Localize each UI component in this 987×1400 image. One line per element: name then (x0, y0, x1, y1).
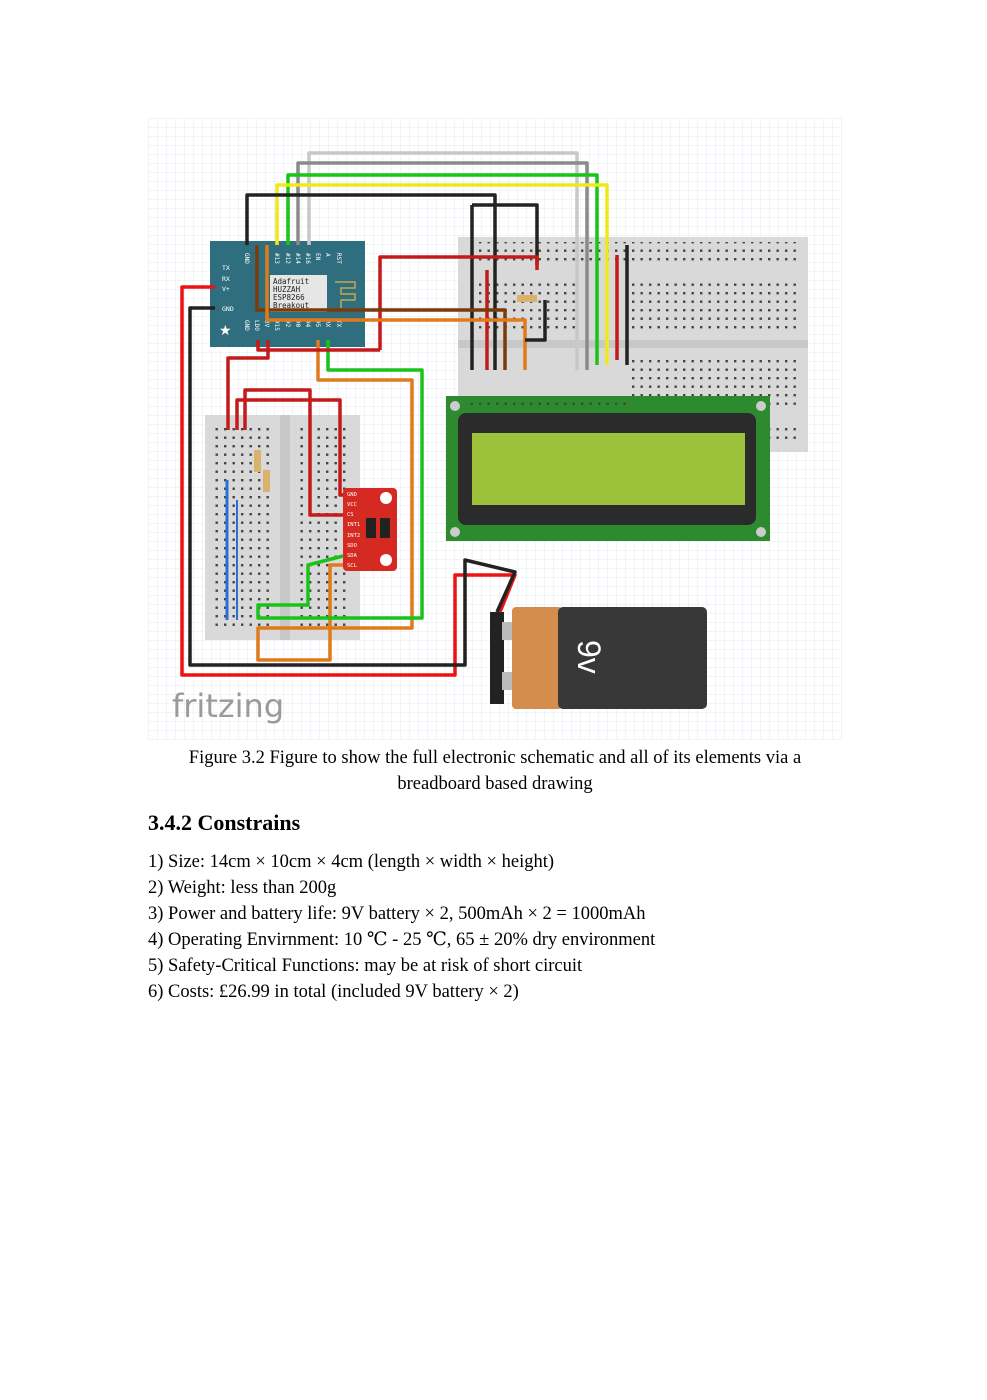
pin-label: V+ (222, 285, 230, 293)
accelerometer-sensor: GND VCC CS INT1 INT2 SDO SDA SCL (343, 488, 397, 571)
lcd-display (446, 396, 770, 541)
wires (180, 151, 629, 677)
pin-label: RST (335, 253, 342, 264)
pin-label: #4 (304, 320, 311, 328)
constraints-list: 1) Size: 14cm × 10cm × 4cm (length × wid… (148, 849, 655, 1005)
pin-label: #0 (294, 320, 301, 328)
pin-label: LDO (253, 320, 260, 331)
pin-label: #16 (304, 253, 311, 264)
pin-label: #13 (273, 253, 280, 264)
pin-label: RX (324, 320, 331, 328)
list-item: 2) Weight: less than 200g (148, 878, 337, 898)
pin-label: EN (314, 253, 321, 261)
small-breadboard (205, 415, 360, 640)
esp-label: ESP8266 (273, 293, 305, 302)
esp8266-board: Adafruit HUZZAH ESP8266 Breakout TX RX V… (210, 241, 365, 347)
esp-label: HUZZAH (273, 285, 301, 294)
list-item: 3) Power and battery life: 9V battery × … (148, 904, 646, 924)
pin-label: #2 (284, 320, 291, 328)
pin-label: #15 (273, 320, 280, 331)
esp-label: Breakout (273, 301, 309, 310)
pin-label: 3V (263, 320, 270, 328)
pin-label: RX (222, 275, 230, 283)
pin-label: INT2 (347, 533, 360, 539)
section-heading: 3.4.2 Constrains (148, 810, 301, 835)
esp-label: Adafruit (273, 277, 309, 286)
list-item: 6) Costs: £26.99 in total (included 9V b… (148, 982, 519, 1002)
pin-label: GND (347, 492, 357, 498)
pin-label: TX (335, 320, 342, 328)
adafruit-star-icon: ★ (219, 324, 232, 339)
pin-label: GND (243, 253, 250, 264)
pin-label: INT1 (347, 522, 360, 528)
9v-battery: 9v (490, 607, 707, 709)
resistor (254, 450, 261, 472)
pin-label: CS (347, 512, 354, 518)
resistor (517, 295, 537, 302)
pin-label: A (324, 253, 331, 257)
pin-label: SDA (347, 553, 358, 559)
list-item: 5) Safety-Critical Functions: may be at … (148, 956, 583, 976)
caption-line: Figure 3.2 Figure to show the full elect… (188, 748, 802, 768)
pin-label: SDO (347, 543, 357, 549)
figure-caption: Figure 3.2 Figure to show the full elect… (148, 745, 842, 797)
battery-label: 9v (571, 640, 607, 674)
pin-label: VCC (347, 502, 357, 508)
fritzing-watermark: fritzing (172, 687, 284, 725)
pin-label: #5 (314, 320, 321, 328)
caption-line: breadboard based drawing (397, 774, 593, 794)
pin-label: GND (222, 305, 234, 313)
breadboard-circuit-figure: Adafruit HUZZAH ESP8266 Breakout TX RX V… (148, 118, 842, 740)
pin-label: #14 (294, 253, 301, 264)
pin-label: SCL (347, 563, 358, 569)
list-item: 4) Operating Envirnment: 10 ℃ - 25 ℃, 65… (148, 930, 656, 950)
pin-label: GND (243, 320, 250, 331)
list-item: 1) Size: 14cm × 10cm × 4cm (length × wid… (148, 852, 555, 872)
resistor (263, 470, 270, 492)
pin-label: TX (222, 264, 230, 272)
pin-label: #12 (284, 253, 291, 264)
